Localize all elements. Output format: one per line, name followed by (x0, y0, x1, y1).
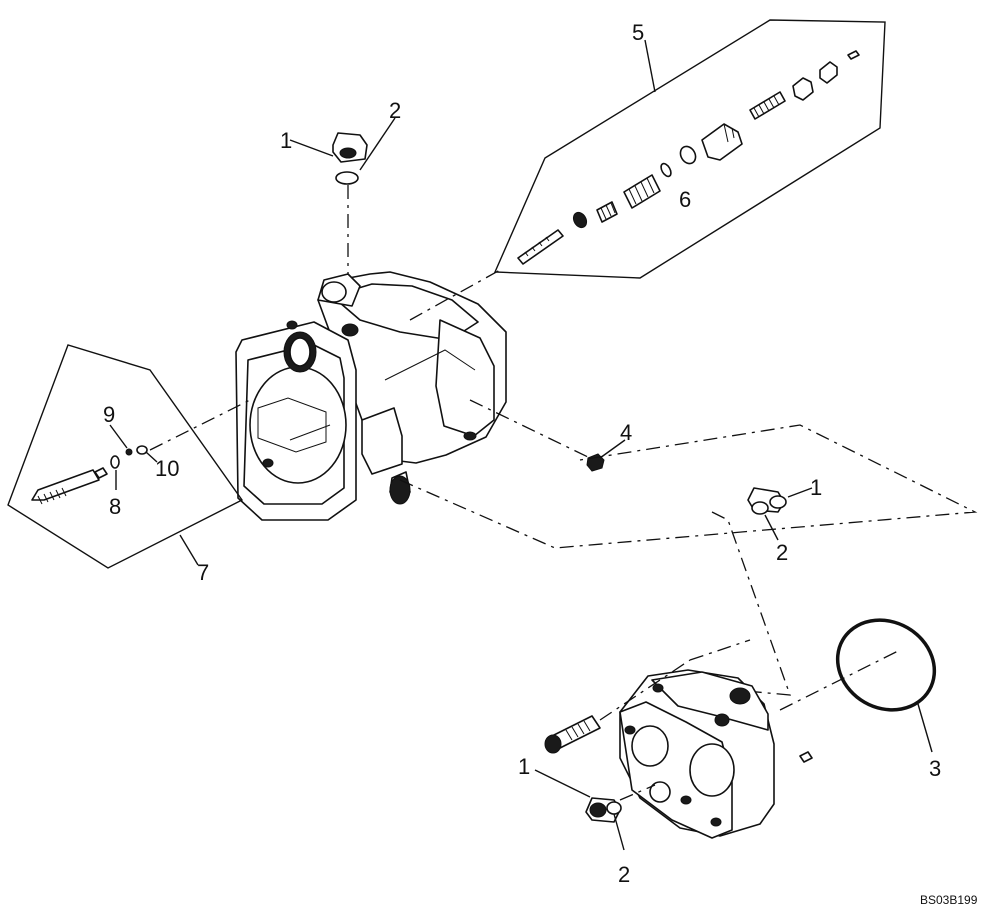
callout-9: 9 (103, 402, 115, 427)
callout-1-bottom: 1 (518, 754, 530, 779)
pump-housing (235, 271, 507, 521)
callout-2-right: 2 (776, 540, 788, 565)
o-ring-3 (779, 618, 937, 753)
plug-bottom (534, 769, 656, 851)
kit-7-parts (31, 424, 158, 505)
kit-5-outline (493, 19, 886, 279)
callout-6: 6 (679, 187, 691, 212)
callout-1-right: 1 (810, 475, 822, 500)
plug-right (711, 487, 813, 696)
callout-7: 7 (197, 560, 209, 585)
callout-5: 5 (632, 20, 644, 45)
callout-3: 3 (929, 756, 941, 781)
kit-7-outline (7, 344, 244, 569)
callout-2-top: 2 (389, 98, 401, 123)
callout-1-top: 1 (280, 128, 292, 153)
callout-4: 4 (620, 420, 632, 445)
plug-top (289, 117, 396, 290)
drawing-code: BS03B199 (920, 893, 978, 907)
kit-5-parts (517, 50, 860, 265)
rear-cover (544, 639, 813, 839)
callout-2-bottom: 2 (618, 862, 630, 887)
callout-8: 8 (109, 494, 121, 519)
callout-10: 10 (155, 456, 179, 481)
